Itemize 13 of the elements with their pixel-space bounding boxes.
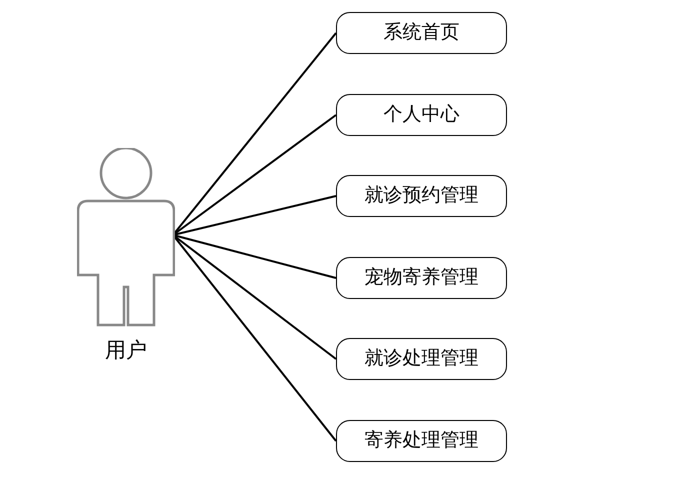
actor-label: 用户	[105, 340, 147, 361]
use-case-box	[336, 12, 507, 54]
use-case-text: 就诊处理管理	[364, 346, 478, 371]
use-case-box	[336, 175, 507, 217]
use-case-box	[336, 94, 507, 136]
use-case-text: 个人中心	[384, 102, 460, 127]
use-case-box	[336, 257, 507, 299]
use-case-text: 宠物寄养管理	[364, 266, 478, 290]
use-case-text: 就诊预约管理	[364, 184, 478, 208]
use-case-text: 系统首页	[384, 20, 460, 45]
use-case-box	[336, 338, 507, 380]
use-case-text: 寄养处理管理	[364, 428, 478, 453]
use-case-box	[336, 420, 507, 462]
